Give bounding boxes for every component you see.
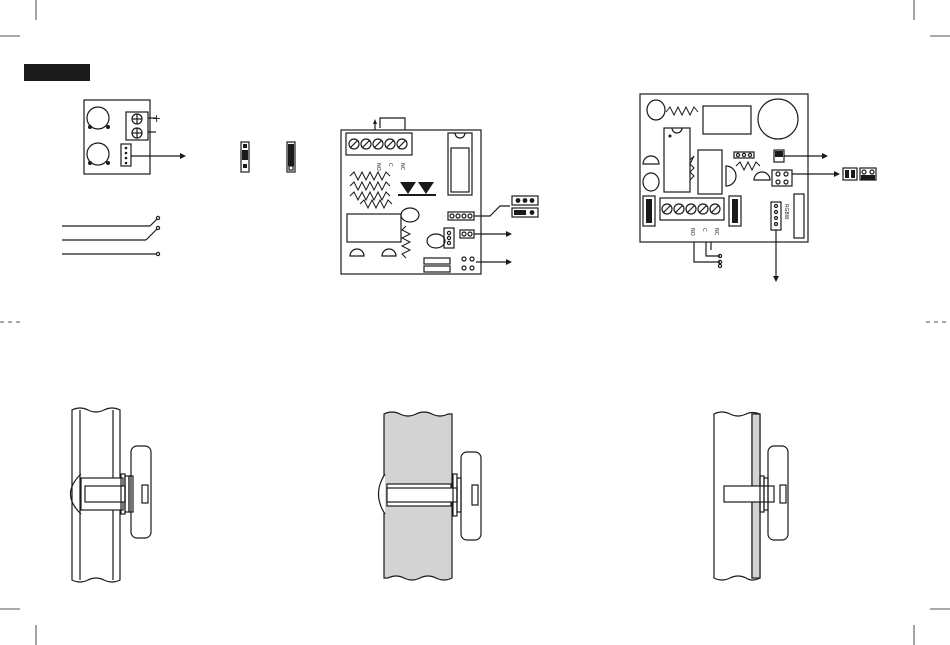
ic-chip: [664, 128, 690, 192]
mounting-section-solid-wall: [379, 412, 482, 580]
relay-board-diagram: NO C NC: [341, 118, 538, 274]
connector-strip: [424, 258, 450, 264]
sensor-module-diagram: +: [62, 100, 295, 256]
jumper-block: [772, 170, 792, 186]
arrow-right-icon: [180, 153, 186, 159]
terminal-label-nc: NC: [399, 163, 405, 171]
screw-row: [349, 139, 407, 149]
arrow-right-icon: [506, 259, 512, 265]
plus-sign: +: [152, 112, 161, 125]
arrow-right-icon: [834, 171, 840, 177]
section-header-bar: [24, 64, 90, 81]
mounting-section-hollow-wall: [71, 408, 152, 582]
header-connector: [448, 212, 474, 220]
controller-board-diagram: NO C NC RGBW: [640, 94, 876, 282]
arrow-right-icon: [506, 231, 512, 237]
terminal-label-c: C: [701, 228, 707, 232]
relay-block: [347, 214, 401, 242]
arrow-down-icon: [773, 276, 779, 282]
wiring-lines: [62, 216, 160, 255]
terminal-label-c: C: [387, 163, 393, 167]
terminal-label-no: NO: [689, 228, 695, 236]
diode-icon: [398, 182, 436, 195]
resistor-array: [350, 172, 392, 208]
terminal-label-no: NO: [375, 163, 381, 171]
mounting-section-thin-wall: [714, 412, 788, 580]
arrow-right-icon: [822, 153, 828, 159]
terminal-label-nc: NC: [713, 228, 719, 236]
rgbw-label: RGBW: [783, 204, 789, 220]
